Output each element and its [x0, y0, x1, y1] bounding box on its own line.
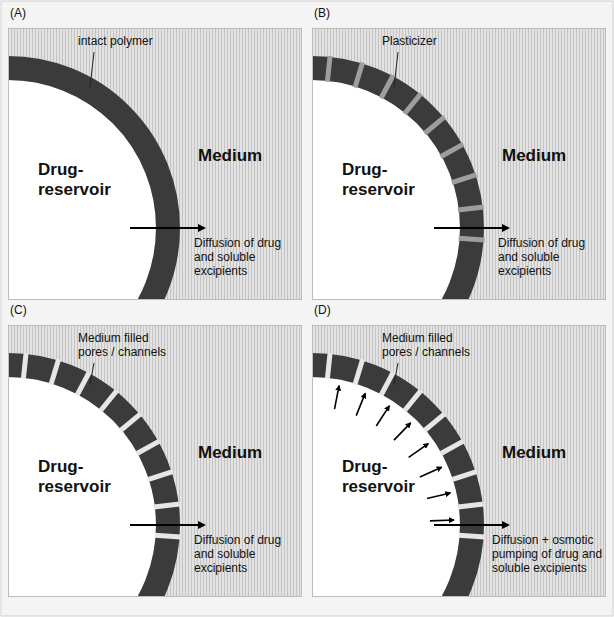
- callout-label: intact polymer: [78, 34, 228, 48]
- leader-line: [394, 52, 398, 87]
- panel-clip: [8, 325, 302, 597]
- panel-letter: (C): [10, 303, 50, 317]
- region-label: Drug-reservoir: [342, 160, 422, 200]
- region-label: Medium: [198, 146, 288, 166]
- diffusion-arrow: [434, 227, 508, 229]
- osmotic-arrow: [335, 386, 340, 410]
- region-label: Medium: [502, 443, 592, 463]
- panel-clip: [312, 325, 606, 597]
- pore: [425, 414, 445, 431]
- polymer-coating: [8, 365, 168, 597]
- plasticizer: [327, 56, 330, 82]
- callout-label: Medium filled pores / channels: [78, 331, 178, 359]
- pore: [381, 372, 393, 395]
- callout-label: Medium filled pores / channels: [382, 331, 482, 359]
- panel: [152, 325, 606, 617]
- diffusion-arrow: [130, 227, 204, 229]
- polymer-coating: [312, 365, 472, 597]
- panel: [0, 325, 302, 617]
- polymer-coating: [312, 68, 472, 300]
- panel-clip: [312, 28, 606, 300]
- panel-border: [313, 326, 606, 597]
- process-label: Diffusion of drug and soluble excipients: [194, 236, 298, 278]
- panel-clip: [8, 28, 302, 300]
- plasticizer: [355, 63, 363, 88]
- pore: [459, 535, 485, 537]
- plasticizer: [441, 144, 464, 157]
- pore: [155, 535, 181, 537]
- process-label: Diffusion + osmotic pumping of drug and …: [492, 533, 604, 575]
- plasticizer: [459, 238, 485, 240]
- osmotic-arrow: [409, 444, 429, 458]
- osmotic-arrow: [430, 519, 454, 521]
- leader-line: [90, 363, 94, 384]
- pore: [405, 391, 421, 411]
- panel-border: [9, 29, 302, 300]
- pore: [121, 414, 141, 431]
- pore: [154, 504, 180, 507]
- pore: [23, 353, 26, 379]
- callout-label: Plasticizer: [382, 34, 532, 48]
- plasticizer: [425, 117, 445, 134]
- plasticizer: [381, 75, 393, 98]
- osmotic-arrow: [427, 493, 450, 498]
- diffusion-arrow: [130, 524, 204, 526]
- osmotic-arrow: [376, 406, 389, 426]
- pore: [355, 360, 363, 385]
- region-label: Drug-reservoir: [38, 457, 118, 497]
- plasticizer: [405, 94, 421, 114]
- pore: [327, 353, 330, 379]
- process-label: Diffusion of drug and soluble excipients: [194, 533, 298, 575]
- panel-letter: (A): [10, 6, 50, 20]
- pore: [441, 441, 464, 454]
- polymer-coating: [8, 68, 168, 300]
- leader-line: [90, 52, 94, 87]
- pore: [452, 472, 477, 480]
- osmotic-arrow: [356, 393, 365, 415]
- plasticizer: [452, 175, 477, 183]
- pore: [101, 391, 117, 411]
- region-label: Drug-reservoir: [342, 457, 422, 497]
- pore: [51, 360, 59, 385]
- pore: [137, 441, 160, 454]
- process-label: Diffusion of drug and soluble excipients: [498, 236, 602, 278]
- pore: [77, 372, 89, 395]
- diffusion-arrow: [434, 524, 508, 526]
- panel-border: [9, 326, 302, 597]
- region-label: Medium: [198, 443, 288, 463]
- panel-border: [313, 29, 606, 300]
- panel-letter: (B): [314, 6, 354, 20]
- pore: [148, 472, 173, 480]
- region-label: Drug-reservoir: [38, 160, 118, 200]
- leader-line: [394, 363, 398, 384]
- pore: [458, 504, 484, 507]
- plasticizer: [458, 207, 484, 210]
- osmotic-arrow: [394, 423, 411, 440]
- panel-letter: (D): [314, 303, 354, 317]
- region-label: Medium: [502, 146, 592, 166]
- osmotic-arrow: [420, 467, 442, 477]
